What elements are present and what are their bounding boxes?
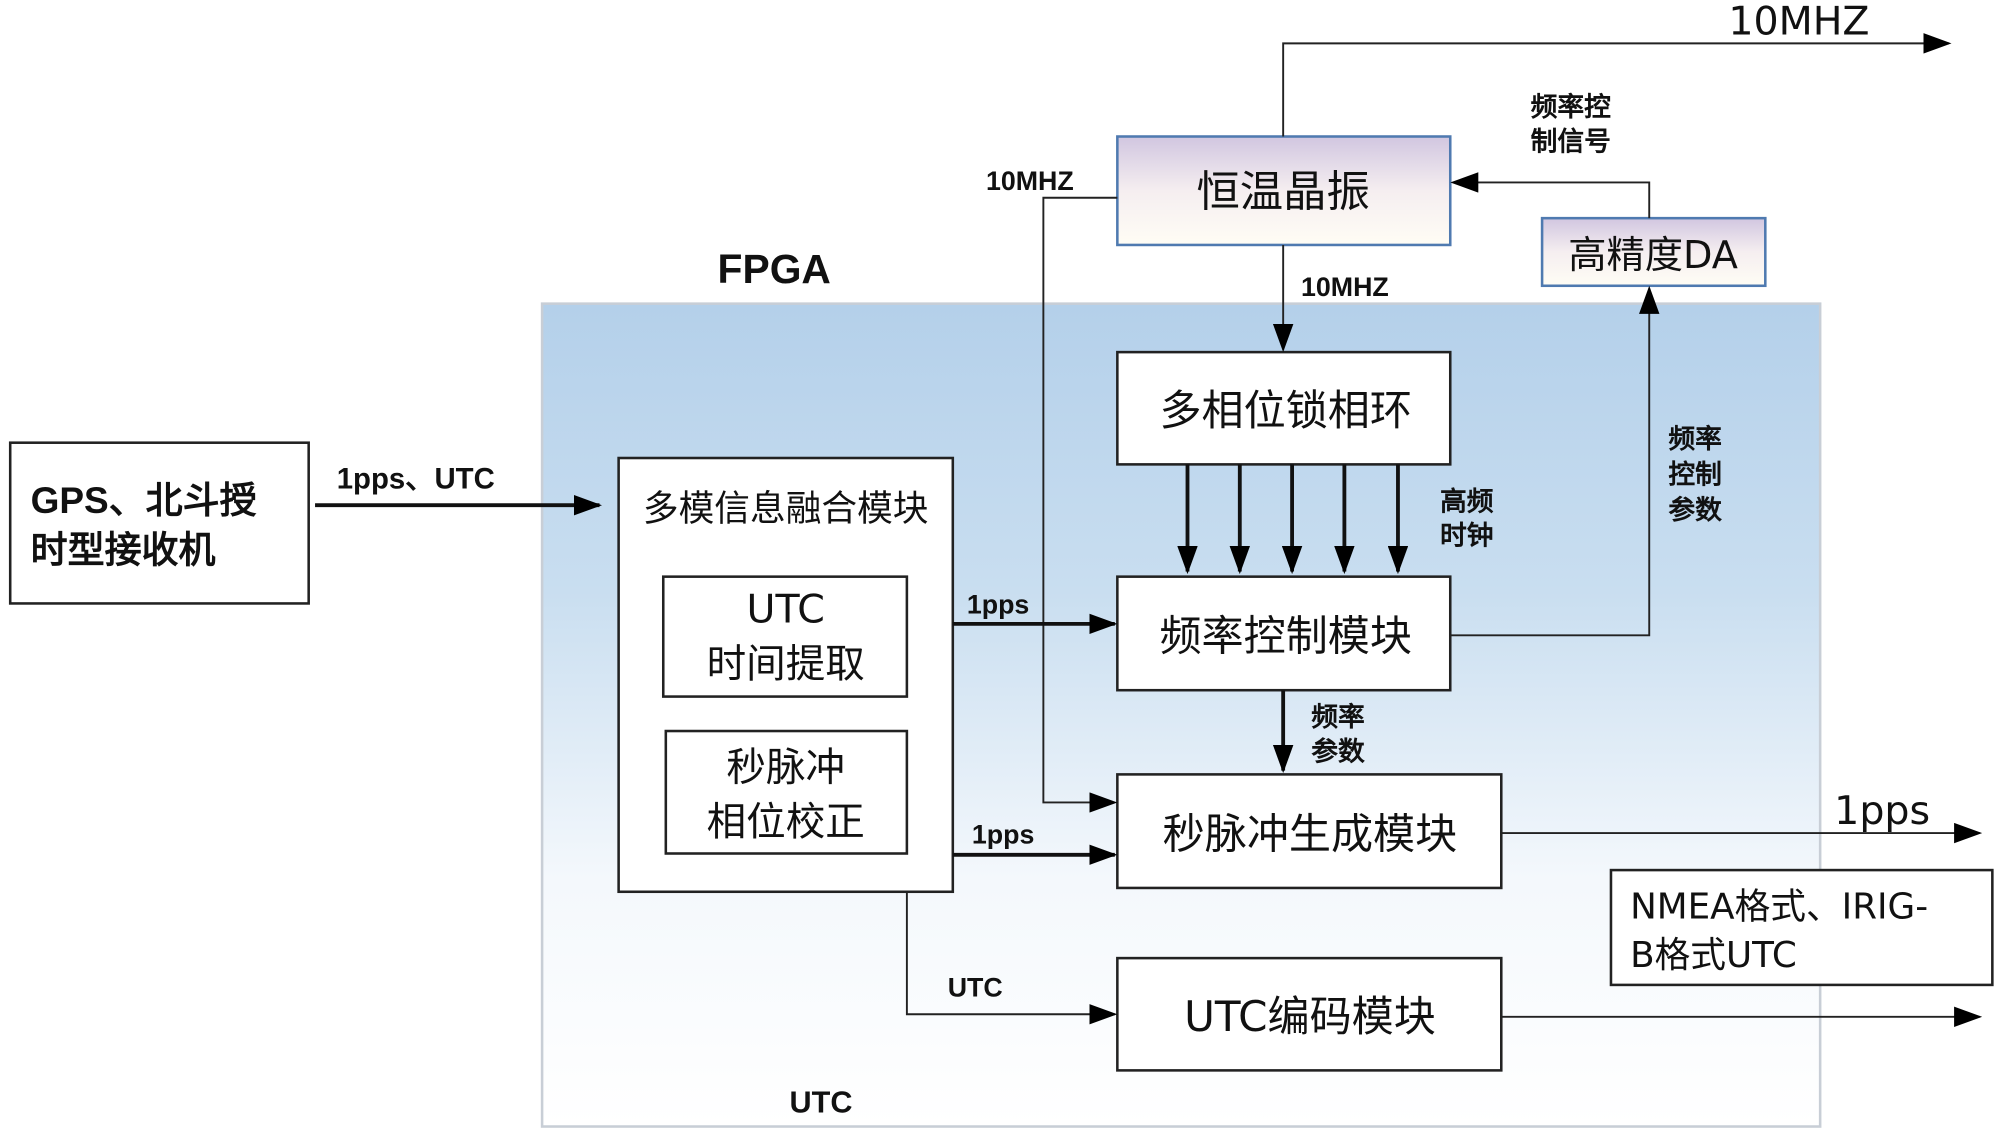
utc-bottom-label: UTC (790, 1085, 853, 1119)
receiver-box: GPS、北斗授 时型接收机 (8, 441, 310, 605)
svg-text:秒脉冲: 秒脉冲 (726, 745, 845, 791)
hf-clock-label: 高频 (1440, 485, 1494, 516)
pll-box: 多相位锁相环 (1116, 350, 1452, 466)
freq-ctrl-box: 频率控制模块 (1116, 575, 1452, 692)
svg-text:高精度DA: 高精度DA (1568, 233, 1738, 278)
ctrl-param-label-3: 参数 (1668, 494, 1722, 525)
svg-text:时间提取: 时间提取 (707, 641, 865, 687)
svg-text:GPS、北斗授: GPS、北斗授 (31, 480, 257, 521)
pps-gen-box: 秒脉冲生成模块 (1116, 773, 1503, 890)
input-signal-label: 1pps、UTC (337, 463, 495, 496)
utc-arrow (905, 891, 1118, 1025)
da-to-ocxo-arrow (1450, 172, 1651, 219)
svg-text:秒脉冲生成模块: 秒脉冲生成模块 (1163, 809, 1458, 858)
mhz-left-label: 10MHZ (986, 166, 1074, 196)
svg-text:UTC: UTC (747, 587, 825, 633)
svg-text:UTC编码模块: UTC编码模块 (1184, 992, 1436, 1041)
out-10mhz-arrow (1282, 33, 1952, 137)
fusion-module: 多模信息融合模块 UTC 时间提取 秒脉冲 相位校正 (617, 456, 955, 894)
mhz-down-label: 10MHZ (1301, 272, 1389, 302)
utc-mid-label: UTC (948, 972, 1003, 1002)
ocxo-box: 恒温晶振 (1116, 135, 1452, 247)
svg-text:时型接收机: 时型接收机 (31, 530, 216, 571)
out-1pps-label: 1pps (1834, 788, 1930, 834)
svg-text:多模信息融合模块: 多模信息融合模块 (643, 489, 929, 530)
ctrl-param-label: 频率 (1668, 423, 1722, 454)
svg-text:恒温晶振: 恒温晶振 (1196, 168, 1369, 218)
ctrl-to-da-arrow (1450, 285, 1660, 637)
utc-enc-box: UTC编码模块 (1116, 956, 1503, 1072)
svg-text:频率控制模块: 频率控制模块 (1159, 612, 1411, 661)
fpga-label: FPGA (718, 246, 831, 292)
out-10mhz-label: 10MHZ (1728, 0, 1869, 44)
ctrl-signal-label: 频率控 (1531, 91, 1612, 122)
out-format-box: NMEA格式、IRIG- B格式UTC (1609, 868, 1994, 987)
pps1-label: 1pps (967, 590, 1029, 620)
ctrl-param-label-2: 控制 (1668, 460, 1722, 490)
ctrl-signal-label-2: 制信号 (1531, 127, 1611, 157)
ocxo-to-ppsgen-arrow (1042, 196, 1118, 813)
hf-clock-arrows (1177, 464, 1409, 575)
pps2-label: 1pps (972, 819, 1034, 849)
da-box: 高精度DA (1540, 216, 1767, 288)
svg-text:多相位锁相环: 多相位锁相环 (1159, 386, 1411, 435)
hf-clock-label-2: 时钟 (1440, 521, 1494, 551)
freq-param-label: 频率 (1311, 701, 1365, 732)
svg-text:NMEA格式、IRIG-: NMEA格式、IRIG- (1630, 887, 1928, 928)
freq-param-label-2: 参数 (1311, 735, 1365, 766)
svg-text:B格式UTC: B格式UTC (1630, 935, 1797, 976)
svg-text:相位校正: 相位校正 (707, 800, 865, 846)
